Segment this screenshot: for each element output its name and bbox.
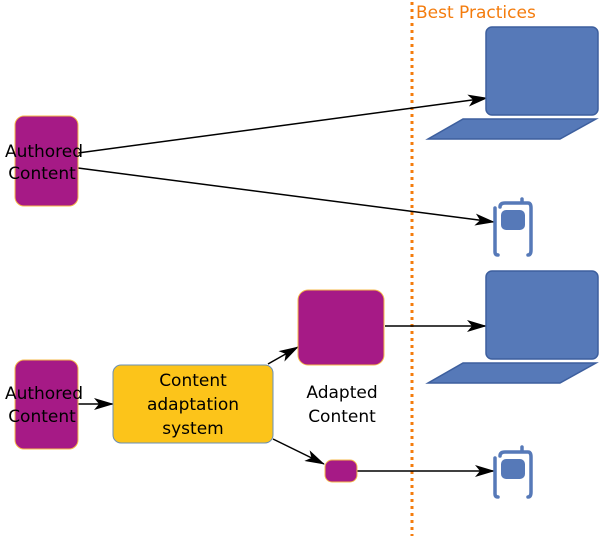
authored-content-top: Authored Content xyxy=(5,115,83,207)
authored-content-top-line1: Authored xyxy=(5,142,83,162)
adapted-content-line2: Content xyxy=(308,407,376,427)
authored-content-bottom-line1: Authored xyxy=(5,384,83,404)
mobile-phone-icon xyxy=(493,197,533,257)
adaptation-system-line2: adaptation xyxy=(147,395,239,415)
adapted-content-line1: Adapted xyxy=(306,383,377,403)
authored-content-bottom: Authored Content xyxy=(5,359,83,450)
laptop-icon xyxy=(425,26,599,140)
best-practices-label: Best Practices xyxy=(416,3,536,23)
edge-adaptation-to-adapted-large xyxy=(267,346,299,365)
content-adaptation-system: Content adaptation system xyxy=(112,364,274,444)
adaptation-system-line3: system xyxy=(162,419,223,439)
adaptation-system-line1: Content xyxy=(159,371,227,391)
authored-content-top-line2: Content xyxy=(8,164,76,184)
adapted-content-large xyxy=(297,289,385,366)
laptop-icon xyxy=(425,270,599,384)
edge-authored-to-laptop-top xyxy=(77,94,488,154)
adapted-content-small xyxy=(324,459,358,483)
edge-adaptation-to-adapted-small xyxy=(272,438,325,465)
mobile-phone-icon xyxy=(493,445,533,499)
authored-content-bottom-line2: Content xyxy=(8,407,76,427)
edge-authored-to-phone-top xyxy=(77,167,495,226)
